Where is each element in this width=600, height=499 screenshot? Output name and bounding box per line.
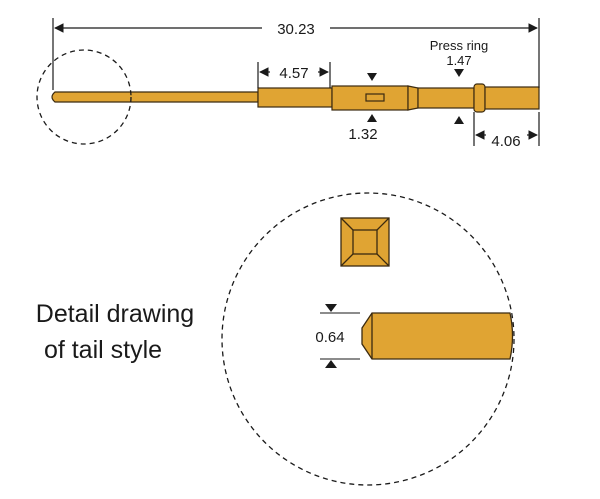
pin-end-section xyxy=(484,86,540,110)
overall-length-label: 30.23 xyxy=(277,21,315,38)
pin-tail xyxy=(51,91,259,103)
overall-length-dimension: 30.23 xyxy=(52,18,540,90)
detail-title-line1: Detail drawing xyxy=(36,300,194,328)
press-ring-width-label: 1.47 xyxy=(446,53,471,68)
tail-side-view xyxy=(361,312,514,360)
slot-width-label: 1.32 xyxy=(348,126,377,143)
pin-mid-section xyxy=(257,87,333,108)
tail-thickness-label: 0.64 xyxy=(315,329,344,346)
pin-taper xyxy=(407,85,419,111)
detail-callout-circle xyxy=(36,49,132,145)
press-ring-callout: Press ring 1.47 xyxy=(430,38,489,124)
pin-shaft xyxy=(417,87,475,109)
pin-slot xyxy=(365,93,385,102)
mid-length-label: 4.57 xyxy=(279,65,308,82)
detail-title-line2: of tail style xyxy=(44,336,162,364)
press-ring xyxy=(473,83,486,113)
tail-length-dimension: 4.06 xyxy=(473,112,540,150)
mid-length-dimension: 4.57 xyxy=(257,62,331,88)
tail-length-label: 4.06 xyxy=(491,133,520,150)
detail-view-circle xyxy=(221,192,515,486)
slot-width-dimension: 1.32 xyxy=(348,73,378,143)
square-end-view xyxy=(340,217,390,267)
tail-thickness-dimension: 0.64 xyxy=(315,304,360,368)
pin-side-view xyxy=(51,83,540,113)
press-ring-label: Press ring xyxy=(430,38,489,53)
